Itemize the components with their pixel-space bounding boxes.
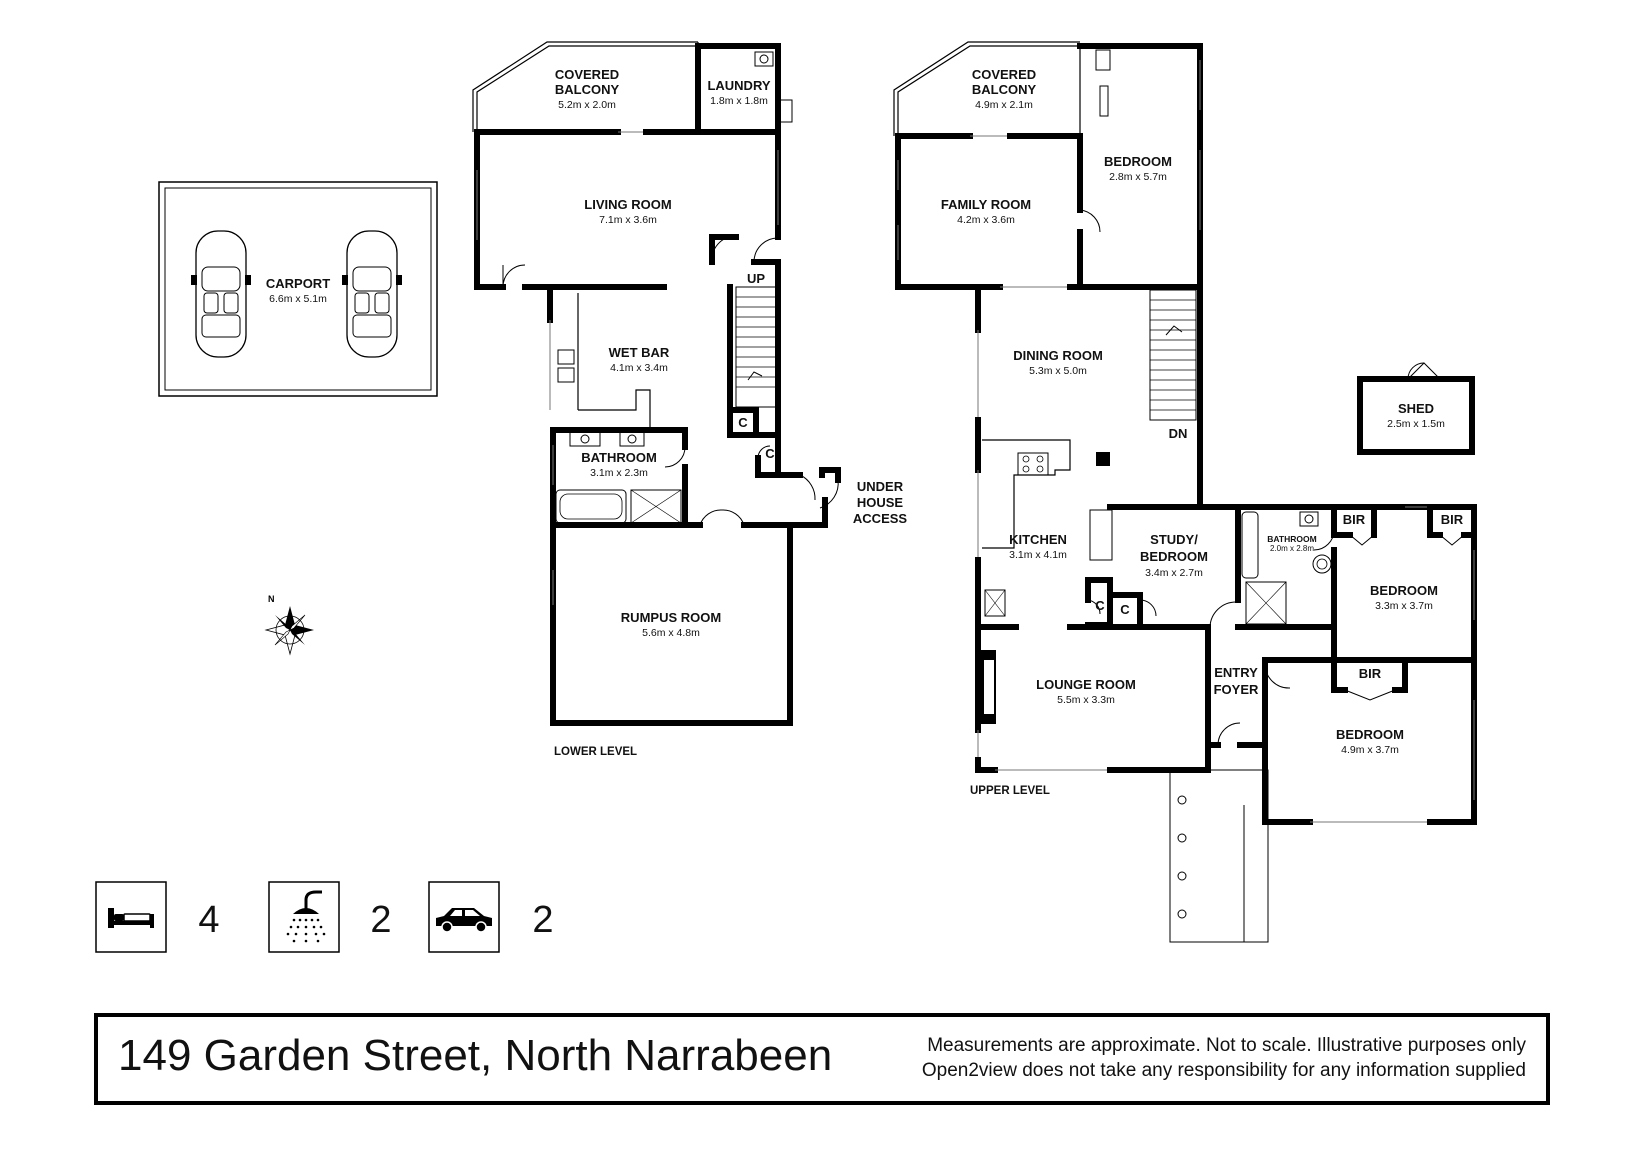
car-icon (436, 908, 492, 933)
lower-cupboard-1-label: C (738, 415, 748, 430)
bedroom-3-name: BEDROOM (1336, 727, 1404, 742)
lounge-room-size: 5.5m x 3.3m (1057, 694, 1115, 706)
dining-room-size: 5.3m x 5.0m (1029, 365, 1087, 377)
lower-balcony-name-2: BALCONY (555, 82, 620, 97)
disclaimer-line-1: Measurements are approximate. Not to sca… (927, 1035, 1526, 1056)
upper-bathroom-name: BATHROOM (1267, 534, 1316, 544)
dining-room-name: DINING ROOM (1013, 348, 1103, 363)
entry-foyer-name-2: FOYER (1214, 682, 1259, 697)
kitchen-name: KITCHEN (1009, 532, 1067, 547)
upper-balcony-name-1: COVERED (972, 67, 1036, 82)
lower-cupboard-2-label: C (765, 446, 775, 461)
study-cupboard-label: C (1120, 602, 1130, 617)
living-room-size: 7.1m x 3.6m (599, 214, 657, 226)
compass: N (264, 594, 314, 656)
shed-name: SHED (1398, 401, 1434, 416)
upper-stair-label: DN (1169, 426, 1188, 441)
rumpus-room-size: 5.6m x 4.8m (642, 627, 700, 639)
bed-icon (108, 908, 154, 928)
under-house-line-3: ACCESS (853, 511, 908, 526)
laundry-name: LAUNDRY (707, 78, 770, 93)
bedroom-2-bir-1: BIR (1343, 512, 1366, 527)
lower-wet-bar-size: 4.1m x 3.4m (610, 362, 668, 374)
rumpus-room-name: RUMPUS ROOM (621, 610, 721, 625)
lower-wet-bar-name: WET BAR (609, 345, 670, 360)
lower-level-plan: UP C C WET BAR 4.1m x 3.4m BATHROOM 3.1m… (472, 41, 908, 758)
lower-stair-label: UP (747, 271, 765, 286)
upper-level-label: UPPER LEVEL (970, 785, 1050, 797)
living-room-name: LIVING ROOM (584, 197, 671, 212)
lower-level-label: LOWER LEVEL (554, 746, 637, 758)
disclaimer-line-2: Open2view does not take any responsibili… (921, 1060, 1526, 1081)
upper-bathroom-size: 2.0m x 2.8m (1270, 544, 1314, 553)
under-house-line-2: HOUSE (857, 495, 904, 510)
summary-bedrooms: 4 (95, 881, 220, 953)
carport-size: 6.6m x 5.1m (269, 293, 327, 305)
bedroom-count: 4 (198, 899, 219, 941)
car-icon (342, 230, 402, 358)
property-address: 149 Garden Street, North Narrabeen (118, 1031, 833, 1080)
lower-bathroom-size: 3.1m x 2.3m (590, 467, 648, 479)
lounge-room-name: LOUNGE ROOM (1036, 677, 1136, 692)
upper-balcony-size: 4.9m x 2.1m (975, 99, 1033, 111)
upper-balcony-name-2: BALCONY (972, 82, 1037, 97)
family-room-size: 4.2m x 3.6m (957, 214, 1015, 226)
kitchen-size: 3.1m x 4.1m (1009, 549, 1067, 561)
bedroom-2-bir-2: BIR (1441, 512, 1464, 527)
laundry-size: 1.8m x 1.8m (710, 95, 768, 107)
bedroom-2-size: 3.3m x 3.7m (1375, 600, 1433, 612)
summary-bathrooms: 2 (268, 881, 392, 953)
family-room-name: FAMILY ROOM (941, 197, 1031, 212)
carport: CARPORT 6.6m x 5.1m (158, 181, 438, 397)
entry-foyer-name-1: ENTRY (1214, 665, 1258, 680)
bedroom-1-size: 2.8m x 5.7m (1109, 171, 1167, 183)
compass-north-label: N (268, 594, 275, 604)
bedroom-2-name: BEDROOM (1370, 583, 1438, 598)
shed: SHED 2.5m x 1.5m (1357, 362, 1475, 455)
lower-balcony-name-1: COVERED (555, 67, 619, 82)
carport-name: CARPORT (266, 276, 330, 291)
bathroom-count: 2 (370, 899, 391, 941)
shed-size: 2.5m x 1.5m (1387, 418, 1445, 430)
study-name-1: STUDY/ (1150, 532, 1198, 547)
shower-icon (286, 890, 326, 943)
study-name-2: BEDROOM (1140, 549, 1208, 564)
bedroom-3-size: 4.9m x 3.7m (1341, 744, 1399, 756)
lower-balcony-size: 5.2m x 2.0m (558, 99, 616, 111)
upper-level-plan: DN C C B (893, 41, 1477, 943)
lower-bathroom-name: BATHROOM (581, 450, 657, 465)
study-size: 3.4m x 2.7m (1145, 567, 1203, 579)
bedroom-1-name: BEDROOM (1104, 154, 1172, 169)
bedroom-3-bir: BIR (1359, 666, 1382, 681)
summary-parking: 2 (428, 881, 554, 953)
under-house-line-1: UNDER (857, 479, 904, 494)
footer-banner: 149 Garden Street, North Narrabeen Measu… (94, 1013, 1550, 1105)
car-icon (191, 230, 251, 358)
kitchen-cupboard-label: C (1095, 598, 1105, 613)
disclaimer: Measurements are approximate. Not to sca… (922, 1033, 1526, 1083)
parking-count: 2 (532, 899, 553, 941)
